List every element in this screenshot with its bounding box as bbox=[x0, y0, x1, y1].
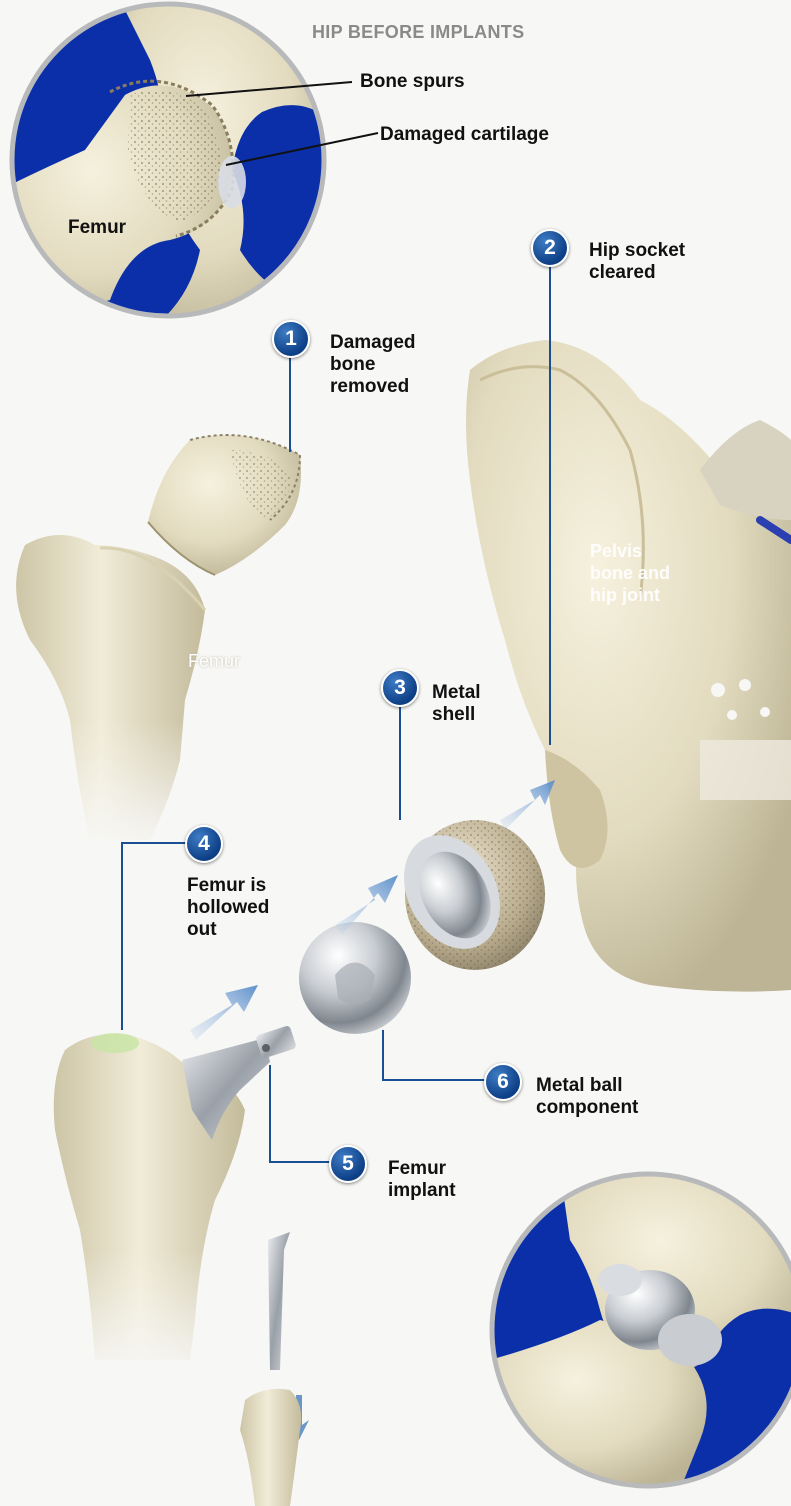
step-2-badge: 2 bbox=[531, 229, 569, 267]
step-3-label: Metal shell bbox=[432, 682, 481, 726]
femur-label: Femur bbox=[188, 650, 240, 672]
stem-insertion bbox=[240, 1232, 301, 1506]
pelvis-label: Pelvis bone and hip joint bbox=[590, 540, 670, 606]
step-4-label: Femur is hollowed out bbox=[187, 875, 269, 941]
inset-title: HIP BEFORE IMPLANTS bbox=[312, 22, 524, 43]
removed-femoral-head bbox=[148, 435, 301, 575]
step-6-badge: 6 bbox=[484, 1063, 522, 1101]
step-5-label: Femur implant bbox=[388, 1158, 456, 1202]
hip-after-inset bbox=[490, 1170, 791, 1490]
step-4-badge: 4 bbox=[185, 825, 223, 863]
damaged-cartilage-label: Damaged cartilage bbox=[380, 124, 549, 146]
step-1-label: Damaged bone removed bbox=[330, 332, 416, 398]
bone-spurs-label: Bone spurs bbox=[360, 71, 465, 93]
step-3-badge: 3 bbox=[381, 669, 419, 707]
metal-shell bbox=[385, 818, 545, 970]
step-1-badge: 1 bbox=[272, 320, 310, 358]
step-5-badge: 5 bbox=[329, 1145, 367, 1183]
step-6-label: Metal ball component bbox=[536, 1075, 638, 1119]
inset-femur-label: Femur bbox=[68, 217, 126, 239]
hip-before-inset bbox=[0, 0, 340, 330]
step-2-label: Hip socket cleared bbox=[589, 240, 685, 284]
femur-cut-upper bbox=[16, 535, 210, 850]
